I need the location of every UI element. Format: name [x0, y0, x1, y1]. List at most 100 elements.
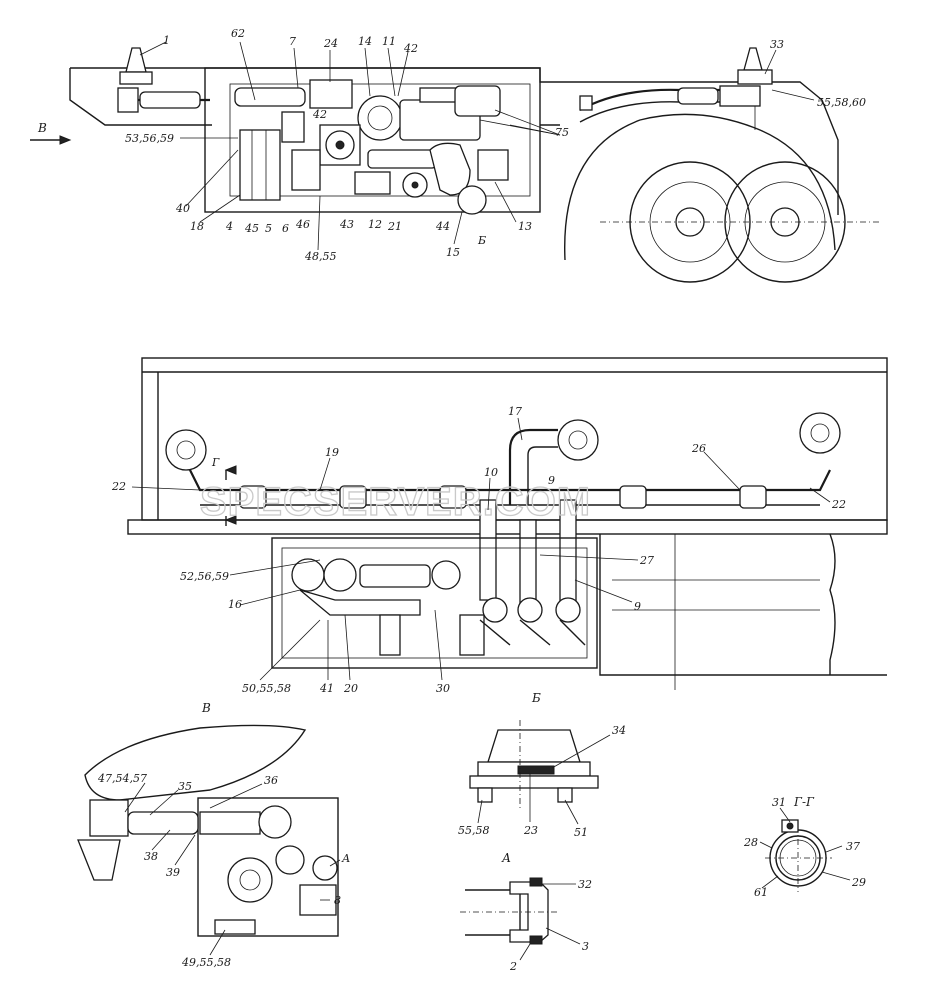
- view-arrowhead: [59, 135, 72, 145]
- pipe-21: [367, 149, 437, 169]
- flange-left: [165, 429, 207, 471]
- wheel-rear: [724, 161, 846, 283]
- housing-24: [309, 79, 353, 109]
- leader-lines: [124, 41, 851, 961]
- callout-9-bottom: 9: [634, 600, 641, 613]
- callout-B: Б: [477, 234, 486, 247]
- leader-49: [209, 929, 226, 956]
- leader-50: [259, 619, 321, 681]
- detail-g: [765, 819, 832, 892]
- block-12: [354, 171, 391, 195]
- callout-10: 10: [484, 466, 498, 479]
- pipe-24: [234, 87, 306, 107]
- callout-37: 37: [846, 840, 860, 853]
- coupling-1: [239, 485, 267, 509]
- callout-17: 17: [508, 405, 522, 418]
- section-arrow-top: [224, 465, 237, 475]
- callout-48-55: 48,55: [304, 250, 337, 263]
- outlet-2: [459, 614, 485, 656]
- top-view: [30, 47, 880, 283]
- lever-2: [519, 619, 551, 646]
- watermark: SPECSERVER.COM: [200, 480, 591, 524]
- section-arrow-bottom: [224, 515, 237, 525]
- callout-5: 5: [265, 222, 272, 235]
- elbow-15: [429, 142, 471, 196]
- leader-39: [174, 834, 196, 866]
- lower-flange-3: [431, 560, 461, 590]
- valve-1-base: [119, 71, 153, 85]
- manifold-20: [299, 589, 421, 616]
- right-hose-lower: [579, 101, 760, 123]
- leader-42: [397, 51, 409, 97]
- detail-v-pump-inner: [239, 869, 261, 891]
- pipe-27: [519, 519, 537, 611]
- leader-75-b: [494, 109, 561, 136]
- callout-26: 26: [691, 442, 706, 455]
- callout-23: 23: [523, 824, 538, 837]
- callout-52-56-59: 52,56,59: [180, 570, 229, 583]
- callout-30: 30: [436, 682, 450, 695]
- valve-44-hub: [411, 181, 419, 189]
- callout-11: 11: [382, 35, 396, 48]
- leader-9: [574, 579, 633, 603]
- pump-compartment: [204, 67, 541, 213]
- coupling-5: [739, 485, 767, 509]
- detail-b-base: [469, 775, 599, 789]
- callout-40: 40: [175, 202, 190, 215]
- callout-3: 3: [582, 940, 589, 953]
- detail-v-valve-8: [299, 884, 337, 916]
- leader-29: [821, 871, 851, 881]
- detail-b-title: Б: [531, 691, 541, 705]
- lower-compartment-inner: [281, 547, 588, 659]
- callout-2: 2: [509, 960, 517, 973]
- left-hose-fitting: [117, 87, 139, 113]
- callout-34: 34: [612, 724, 626, 737]
- detail-v-elbow: [258, 805, 292, 839]
- chassis-frame: [127, 519, 888, 535]
- leader-34: [551, 734, 611, 769]
- valve-33-base: [737, 69, 773, 85]
- leader-15: [453, 211, 463, 245]
- leader-61: [761, 875, 779, 889]
- pump-14-inner: [367, 105, 393, 131]
- callout-43: 43: [339, 218, 354, 231]
- detail-g-bolt: [786, 822, 794, 830]
- leader-38: [151, 829, 171, 851]
- view-direction-label: В: [37, 121, 47, 135]
- callout-42a: 42: [403, 42, 418, 55]
- valve-c: [555, 597, 581, 623]
- detail-g-title: Г-Г: [793, 795, 815, 809]
- valve-7: [281, 111, 305, 143]
- callout-12: 12: [368, 218, 382, 231]
- frame-left-outline: [69, 68, 212, 126]
- leader-75-c: [509, 124, 561, 136]
- elbow-top-right: [454, 85, 501, 117]
- section-mark-label: Г: [211, 456, 220, 469]
- left-hose-body: [139, 91, 201, 109]
- detail-v-title: В: [201, 701, 211, 715]
- callout-6: 6: [282, 222, 289, 235]
- valve-1: [125, 47, 147, 73]
- callout-9-top: 9: [548, 474, 555, 487]
- flange-right-inner: [810, 423, 830, 443]
- detail-b-pad-23: [517, 765, 555, 775]
- callout-47-54-57: 47,54,57: [97, 772, 147, 785]
- leader-22-right: [809, 487, 831, 503]
- callout-28: 28: [743, 836, 758, 849]
- lower-compartment: [271, 537, 598, 669]
- callout-24: 24: [323, 37, 338, 50]
- leader-20: [344, 614, 351, 681]
- detail-v-gauge: [275, 845, 305, 875]
- callout-4: 4: [225, 220, 233, 233]
- callout-7: 7: [289, 35, 296, 48]
- leader-52: [229, 559, 321, 576]
- callout-36: 36: [264, 774, 278, 787]
- leader-3: [545, 927, 581, 945]
- callout-15: 15: [446, 246, 460, 259]
- detail-b: [469, 720, 599, 810]
- detail-a: [460, 877, 560, 945]
- callout-8: 8: [334, 894, 341, 907]
- callout-41: 41: [319, 682, 334, 695]
- detail-v-box: [197, 797, 339, 937]
- callout-51: 51: [574, 826, 588, 839]
